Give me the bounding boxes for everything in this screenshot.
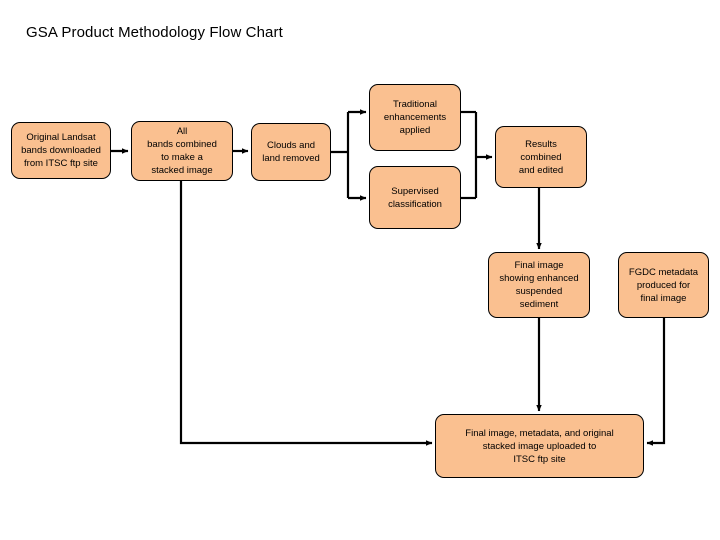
node-all-bands-combined-label: All bands combined to make a stacked ima… <box>147 126 217 176</box>
node-fgdc-metadata-produced[interactable]: FGDC metadata produced for final image <box>618 252 709 318</box>
node-fgdc-metadata-produced-label: FGDC metadata produced for final image <box>628 266 699 304</box>
node-traditional-enhancements-applied-label: Traditional enhancements applied <box>383 99 447 136</box>
node-supervised-classification-label: Supervised classification <box>388 185 442 210</box>
node-original-landsat-bands[interactable]: Original Landsat bands downloaded from I… <box>11 122 111 179</box>
node-all-bands-combined[interactable]: All bands combined to make a stacked ima… <box>131 121 233 181</box>
node-final-upload-to-ftp[interactable]: Final image, metadata, and original stac… <box>435 414 644 478</box>
node-original-landsat-bands-label: Original Landsat bands downloaded from I… <box>21 132 101 169</box>
page-title: GSA Product Methodology Flow Chart <box>26 24 283 41</box>
node-final-image-suspended-sediment[interactable]: Final image showing enhanced suspended s… <box>488 252 590 318</box>
node-clouds-and-land-removed-label: Clouds and land removed <box>262 140 320 164</box>
node-results-combined-and-edited-label: Results combined and edited <box>518 138 564 176</box>
node-final-upload-to-ftp-label: Final image, metadata, and original stac… <box>465 427 614 465</box>
node-supervised-classification[interactable]: Supervised classification <box>369 166 461 229</box>
node-traditional-enhancements-applied[interactable]: Traditional enhancements applied <box>369 84 461 151</box>
node-results-combined-and-edited[interactable]: Results combined and edited <box>495 126 587 188</box>
connector-fgdc-to-upload <box>646 318 666 446</box>
node-clouds-and-land-removed[interactable]: Clouds and land removed <box>251 123 331 181</box>
node-final-image-suspended-sediment-label: Final image showing enhanced suspended s… <box>499 260 579 310</box>
